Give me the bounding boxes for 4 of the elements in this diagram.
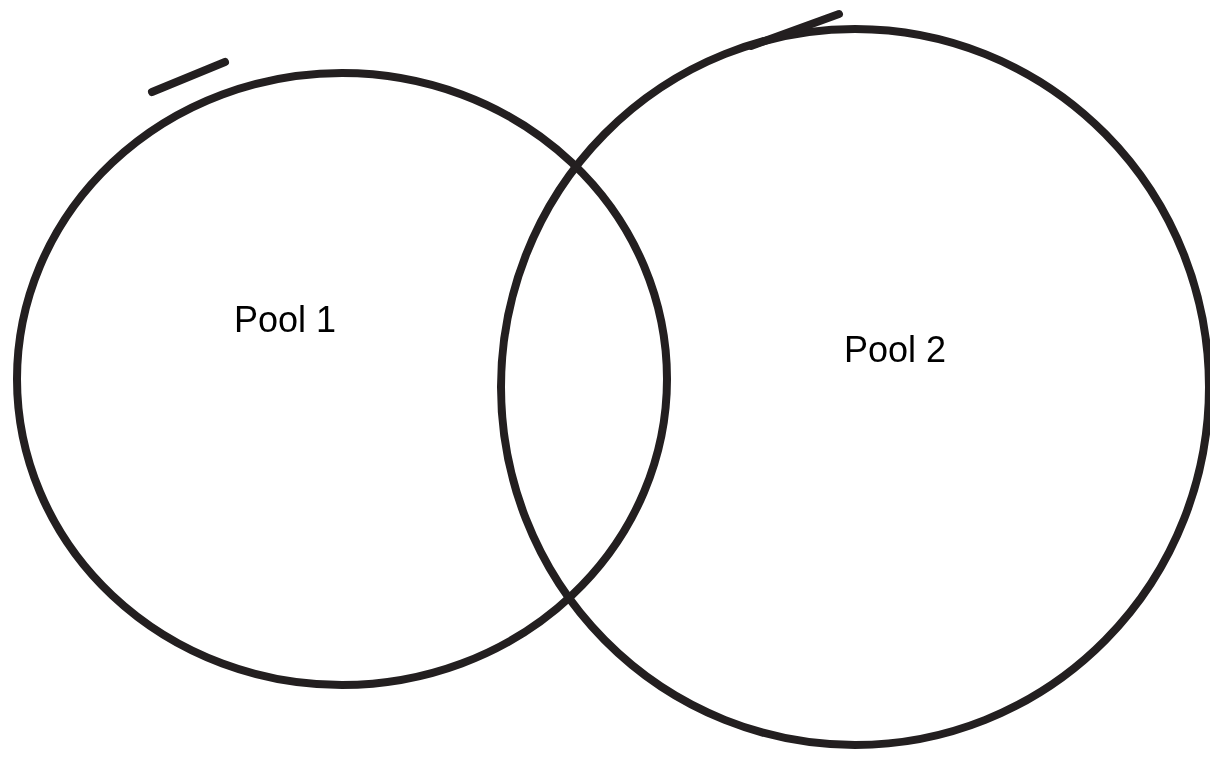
- node-label: Pool 1: [233, 302, 337, 338]
- circle-node: [496, 8, 1210, 750]
- circle-node: [12, 56, 672, 690]
- node-label: Pool 2: [843, 332, 947, 368]
